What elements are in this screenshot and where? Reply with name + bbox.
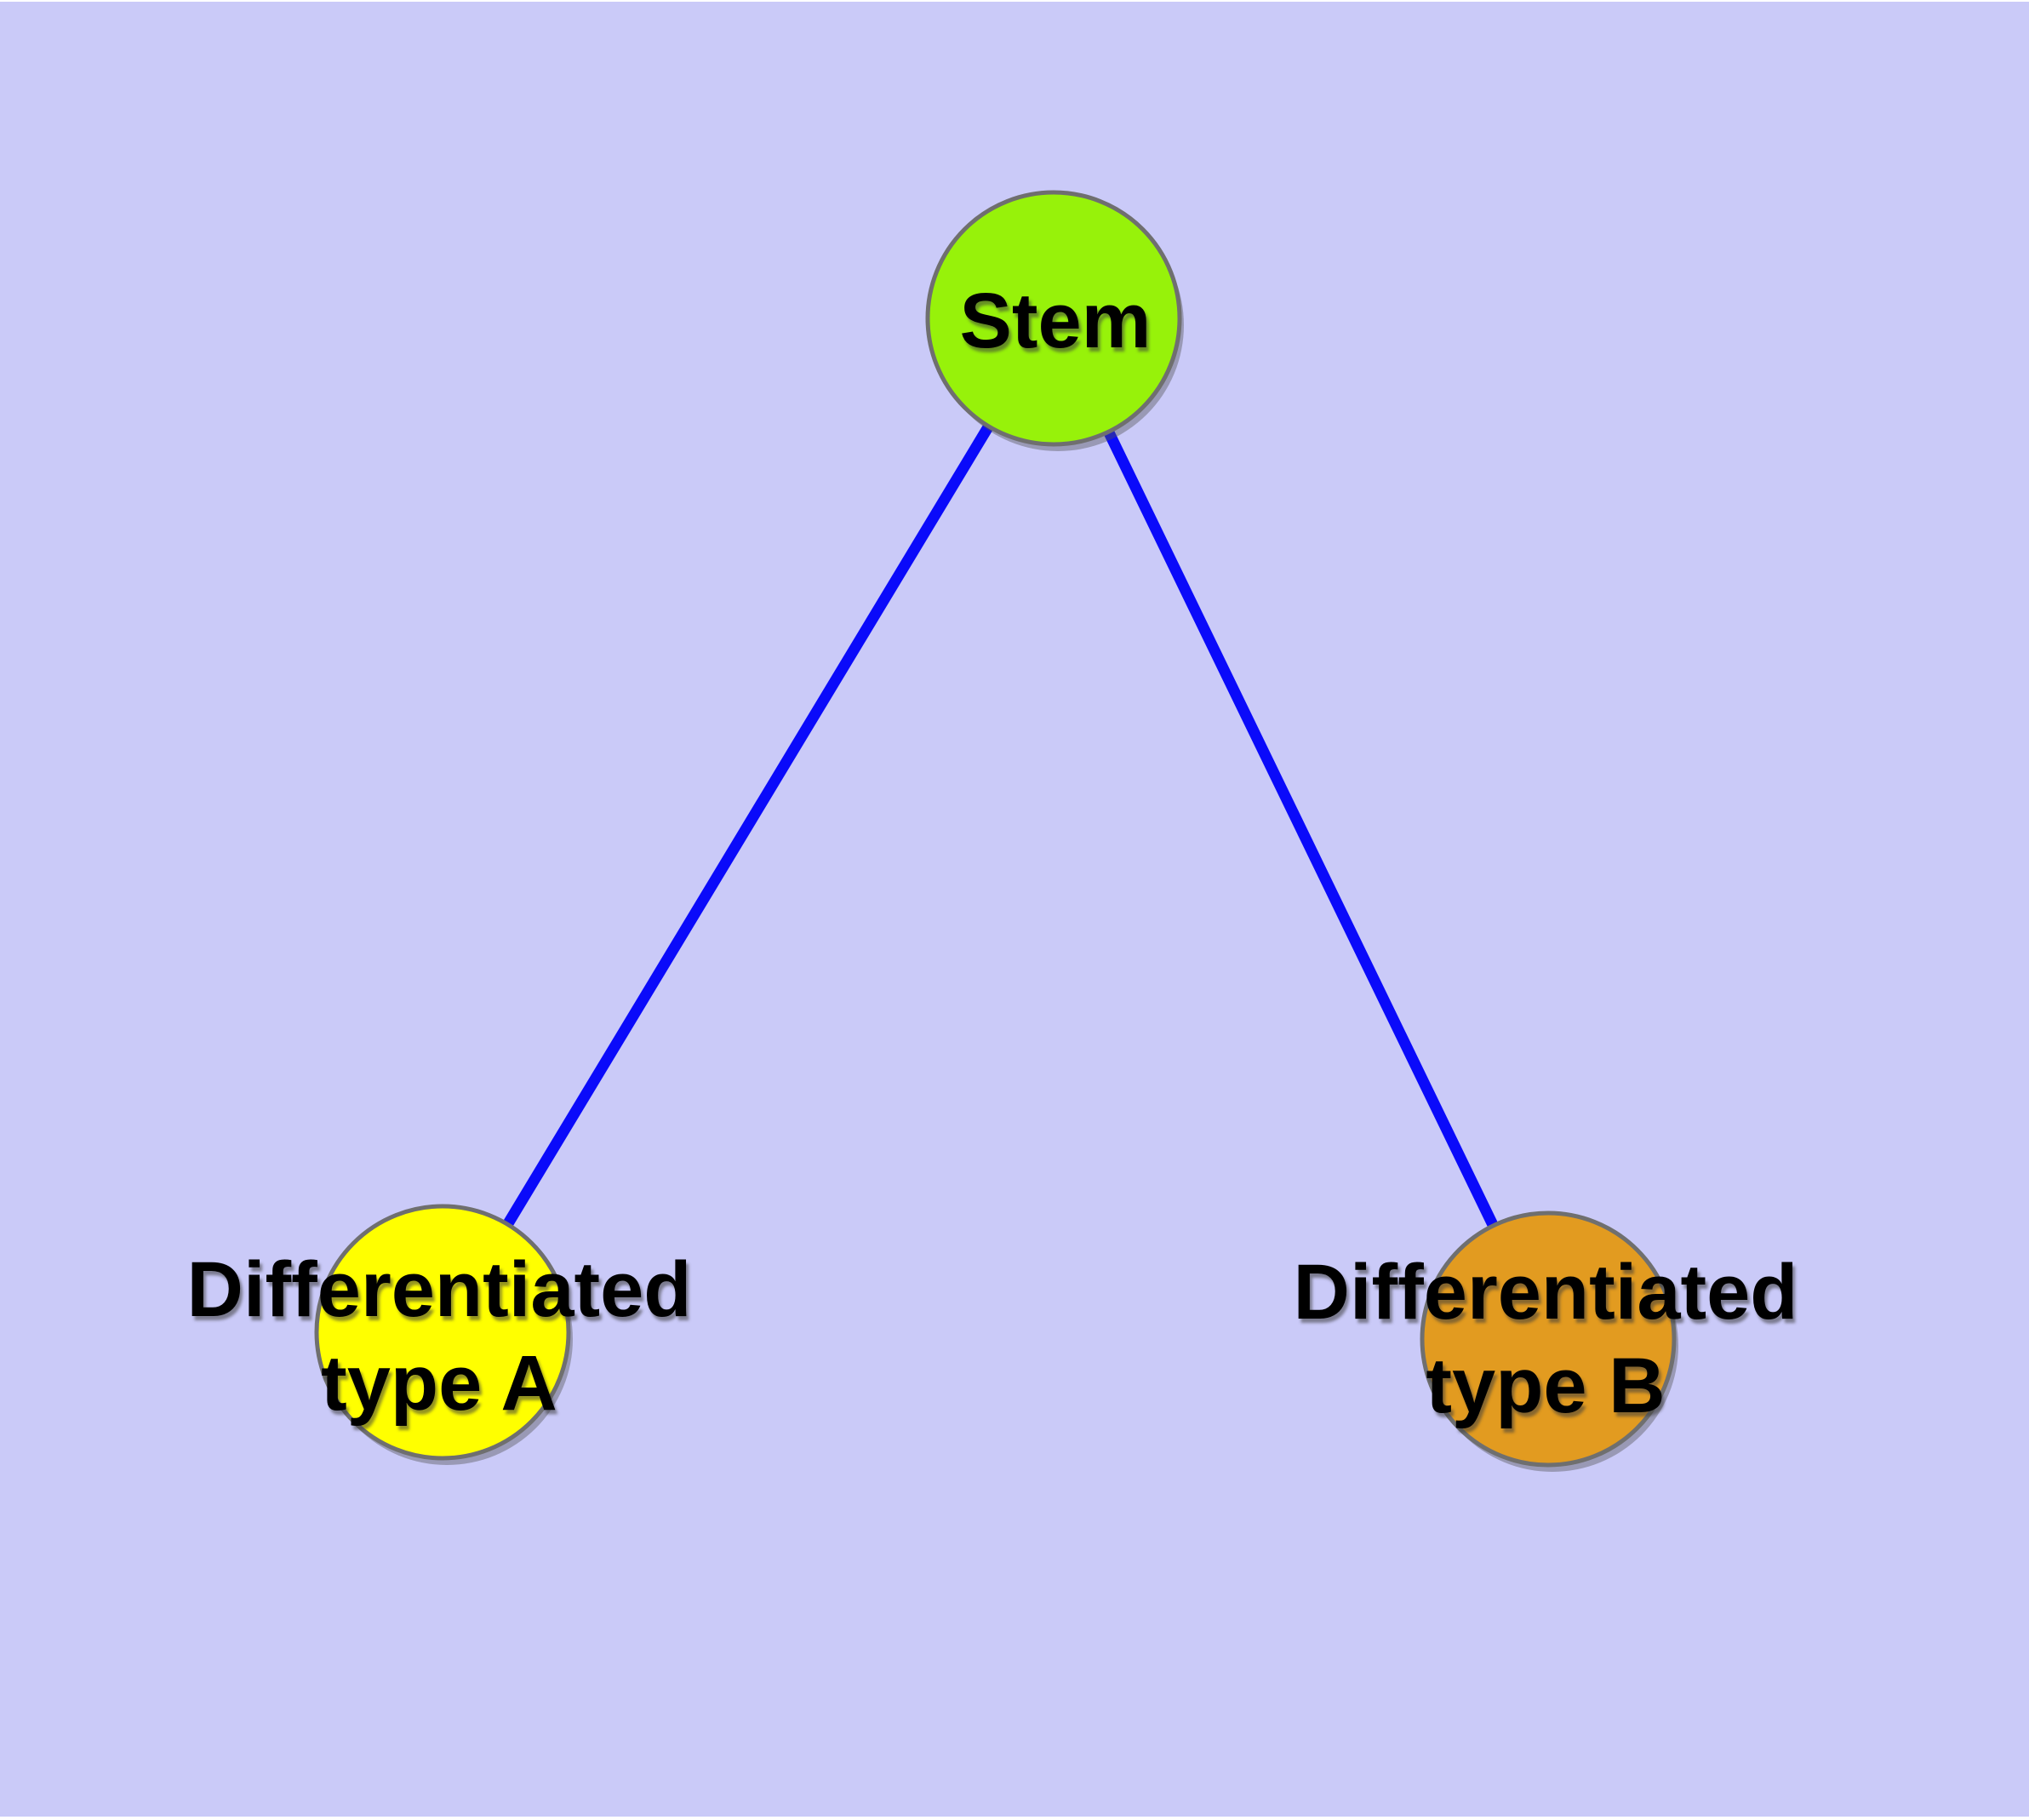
- edge-stem-to-type-a: [437, 315, 1059, 1336]
- stem-node-label-text: Stem: [959, 278, 1152, 364]
- type-a-node-circle: [314, 1204, 571, 1461]
- type-b-label-line2: type B: [1426, 1342, 1666, 1429]
- stem-node-circle: [925, 190, 1182, 447]
- type-b-label-line1: Differentiated: [1293, 1249, 1798, 1336]
- stem-node-label: Stem: [960, 274, 1152, 368]
- type-a-node-label: Differentiated type A: [187, 1243, 692, 1430]
- node-differentiated-type-b: [1420, 1210, 1678, 1472]
- type-a-label-line1: Differentiated: [186, 1246, 692, 1333]
- edge-stem-to-type-b: [1049, 316, 1553, 1342]
- type-b-node-circle: [1420, 1210, 1677, 1468]
- type-b-node-label: Differentiated type B: [1294, 1245, 1798, 1433]
- type-a-label-line2: type A: [321, 1340, 557, 1427]
- node-differentiated-type-a: [314, 1204, 573, 1465]
- node-stem: [925, 190, 1184, 451]
